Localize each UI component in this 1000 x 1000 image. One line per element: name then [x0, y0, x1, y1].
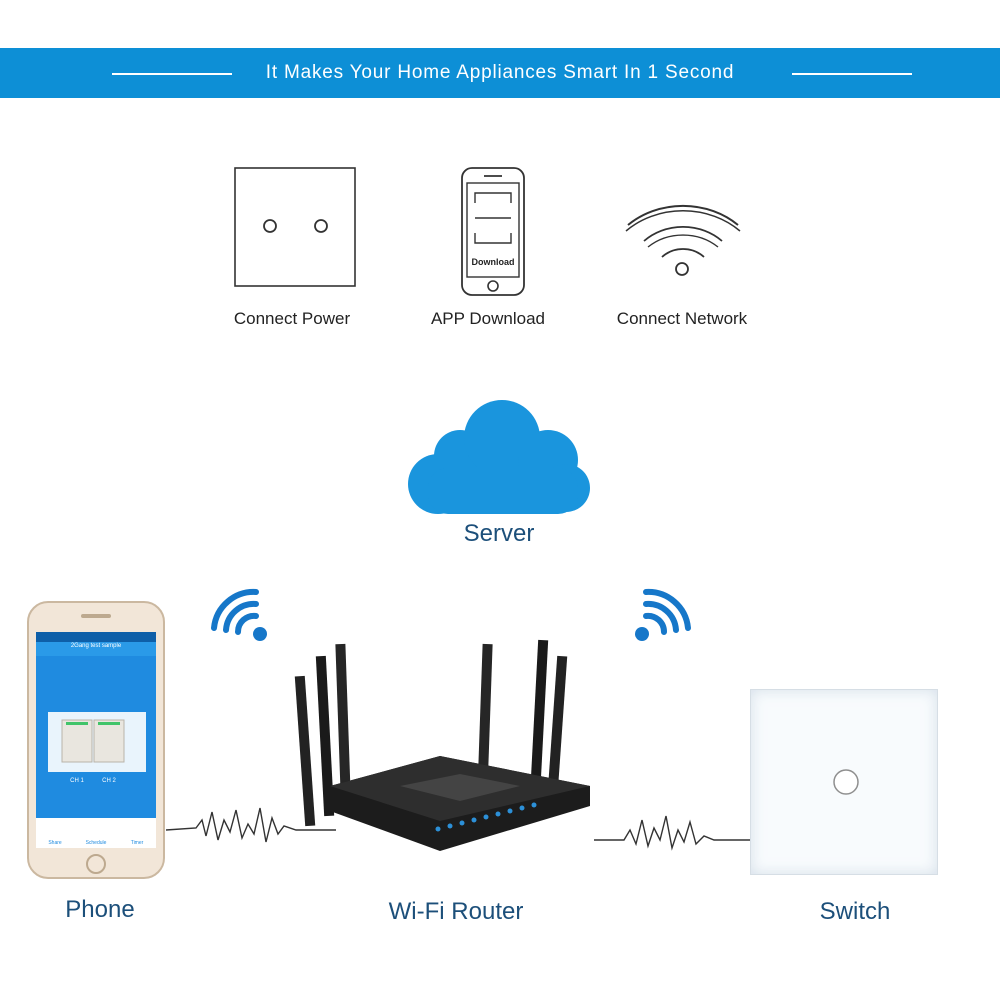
phone-tab-share: Share	[48, 840, 62, 846]
phone-tab-schedule: Schedule	[85, 840, 107, 846]
signal-wave-right	[594, 815, 754, 851]
wifi-router-device	[294, 639, 590, 851]
signal-wave-left	[166, 807, 336, 843]
phone-ch2-label: CH 2	[102, 778, 116, 784]
phone-label: Phone	[65, 896, 135, 923]
step-app-download: Download APP Download	[388, 165, 588, 335]
wall-switch-outline-icon	[234, 167, 356, 287]
banner-title: It Makes Your Home Appliances Smart In 1…	[265, 62, 735, 83]
phone-tab-timer: Timer	[130, 840, 144, 846]
header-banner: It Makes Your Home Appliances Smart In 1…	[0, 48, 1000, 98]
phone-app-title: 2Gang test sample	[70, 643, 122, 649]
phone-ch1-label: CH 1	[70, 778, 84, 784]
router-label: Wi-Fi Router	[388, 898, 524, 925]
phone-outline-icon	[461, 167, 525, 296]
wifi-signal-left-icon	[211, 588, 267, 641]
step-connect-network: Connect Network	[582, 165, 782, 335]
banner-divider-left	[112, 73, 232, 75]
wifi-signal-right-icon	[635, 588, 691, 641]
switch-label: Switch	[819, 898, 891, 925]
server-label: Server	[463, 520, 535, 547]
phone-device: 2Gang test sample CH 1 CH 2 Share Schedu…	[26, 600, 166, 880]
step-label-connect-power: Connect Power	[233, 309, 351, 328]
step-connect-power: Connect Power	[192, 165, 392, 335]
switch-touch-button-icon	[833, 769, 859, 795]
wall-switch-device	[750, 689, 938, 875]
step-label-connect-network: Connect Network	[616, 309, 748, 328]
download-screen-text: Download	[471, 257, 515, 267]
wifi-outline-icon	[625, 204, 741, 276]
banner-divider-right	[792, 73, 912, 75]
cloud-icon	[408, 400, 590, 514]
step-label-app-download: APP Download	[430, 309, 546, 328]
